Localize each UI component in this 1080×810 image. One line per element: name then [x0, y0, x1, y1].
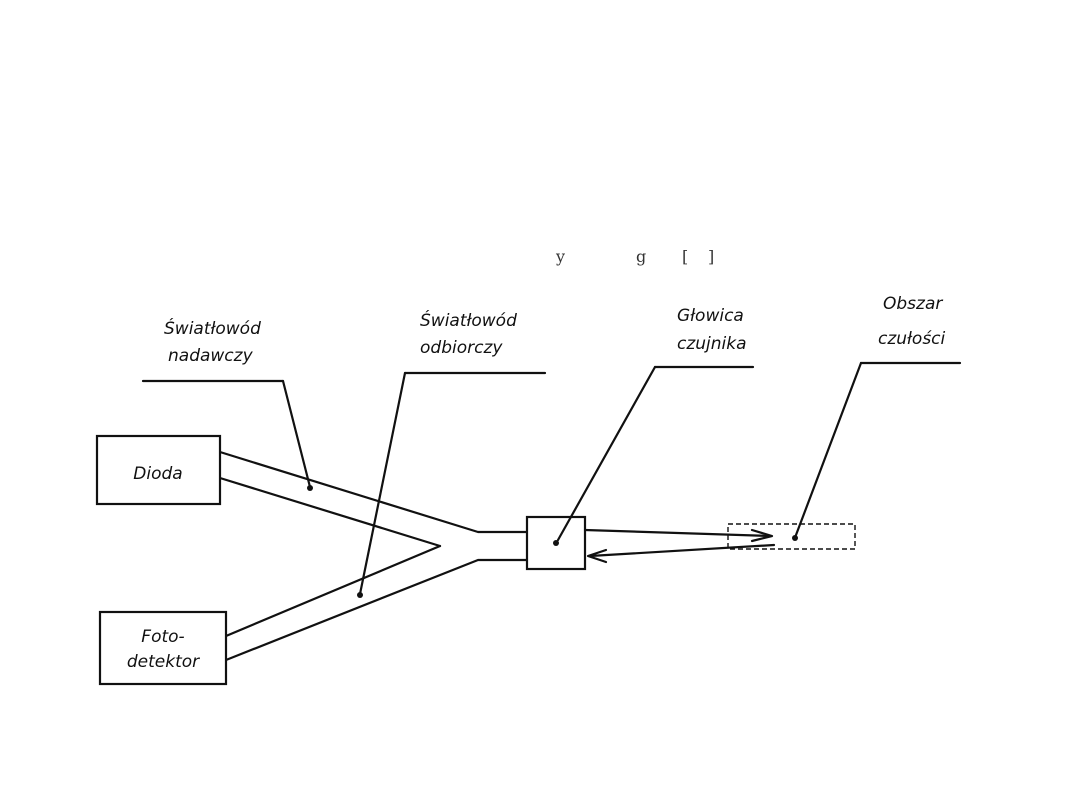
transmit-fiber-label-line1: Światłowód: [164, 317, 261, 339]
svg-text:y: y: [555, 247, 565, 266]
transmit-fiber-lower-edge: [218, 476, 442, 548]
sensing-area-label-line1: Obszar: [883, 294, 943, 314]
receive-fiber-label-line1: Światłowód: [420, 309, 517, 331]
transmit-fiber-upper-edge: [218, 450, 529, 534]
returning-arrow-head: [586, 548, 608, 564]
diode-label: Dioda: [133, 464, 182, 484]
photodetector-box: [98, 610, 228, 686]
cut-off-caption-remnant: y g [ ]: [555, 247, 714, 266]
sensing-area-dot: [792, 535, 798, 541]
sensor-head-callout: Głowica czujnika: [556, 306, 755, 542]
receive-fiber-upper-edge: [224, 544, 442, 638]
sensing-area-box: [727, 523, 856, 550]
svg-text:[: [: [682, 247, 688, 266]
sensor-head-dot: [553, 540, 559, 546]
svg-text:g: g: [636, 247, 646, 266]
receive-fiber-label-line2: odbiorczy: [420, 338, 503, 358]
transmit-fiber-callout: Światłowód nadawczy: [141, 317, 313, 491]
sensing-area-callout: Obszar czułości: [794, 294, 962, 537]
transmit-fiber-label-line2: nadawczy: [168, 346, 254, 366]
photodetector-label-line1: Foto-: [141, 627, 184, 647]
sensing-area-label-line2: czułości: [878, 329, 946, 349]
sensor-head-label-line2: czujnika: [677, 334, 747, 354]
receive-fiber-callout: Światłowód odbiorczy: [357, 309, 547, 598]
returning-beam: [588, 543, 776, 558]
svg-text:]: ]: [708, 247, 714, 266]
outgoing-beam: [583, 528, 772, 538]
sensor-head-label-line1: Głowica: [677, 306, 744, 326]
diode-box: [95, 434, 222, 506]
outgoing-arrow-head: [750, 528, 774, 543]
photodetector-label-line2: detektor: [127, 652, 200, 672]
receive-fiber-lower-edge: [224, 558, 529, 662]
